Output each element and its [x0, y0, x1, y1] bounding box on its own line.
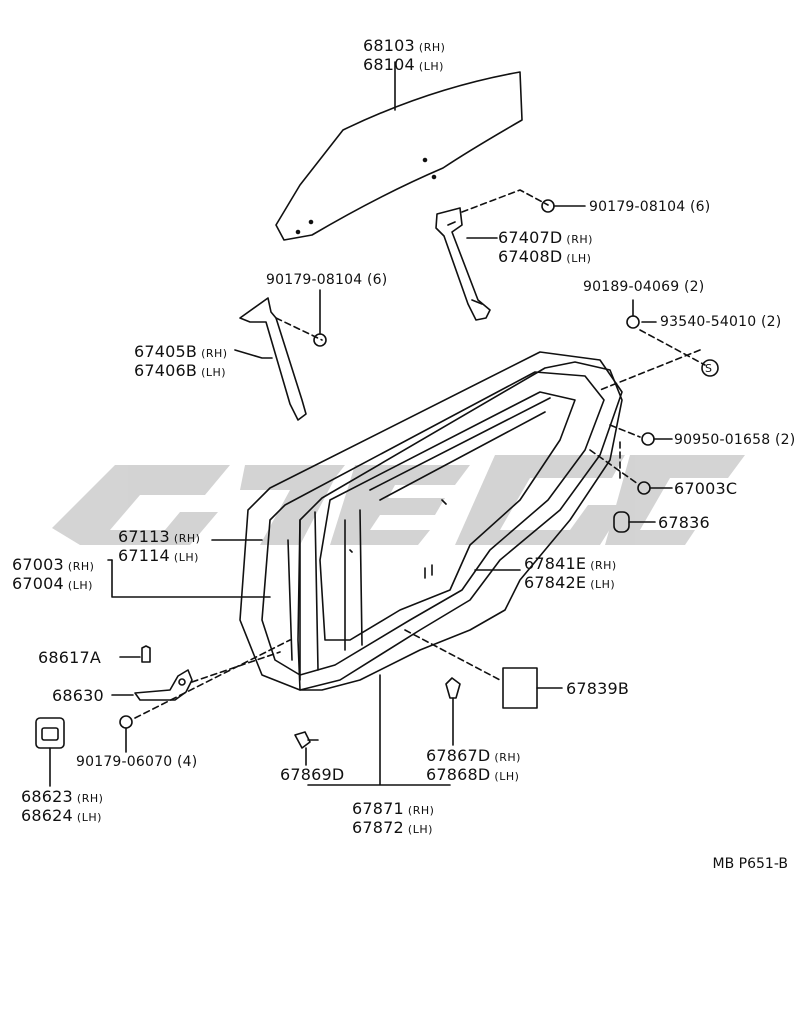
glass-hole-1	[308, 219, 314, 225]
label-glass: 68103(RH) 68104(LH)	[363, 36, 446, 74]
label-bolt-hinge: 90179-06070 (4)	[76, 754, 198, 770]
leader-rear-bolt	[461, 189, 549, 213]
label-front-channel: 67405B(RH) 67406B(LH)	[134, 342, 228, 380]
door-outer-panel	[239, 351, 623, 691]
label-bolt-left: 90179-08104 (6)	[266, 272, 388, 288]
door-panel-ribs-2	[344, 509, 363, 651]
door-mark	[424, 564, 433, 579]
door-dots	[349, 499, 447, 553]
bolt-left-icon	[313, 333, 327, 347]
label-seal-s: 93540-54010 (2)	[660, 314, 782, 330]
label-weatherstrip-upper: 67113(RH) 67114(LH)	[118, 527, 201, 565]
clip-a-icon	[641, 432, 655, 446]
pad-icon	[502, 667, 538, 709]
bolt-top-icon	[541, 199, 555, 213]
label-bolt-top: 90179-08104 (6)	[589, 199, 711, 215]
label-pad: 67839B	[566, 679, 630, 698]
seal-s-icon	[701, 359, 719, 377]
door-inner-frame	[261, 371, 605, 676]
leader-door-panel	[111, 559, 271, 598]
clip-c-icon	[445, 677, 461, 699]
label-rear-channel: 67407D(RH) 67408D(LH)	[498, 228, 593, 266]
pad-dash	[404, 629, 501, 681]
label-door-panel: 67003(RH) 67004(LH)	[12, 555, 95, 593]
cover-detail	[41, 727, 59, 741]
label-grommet: 67836	[658, 513, 710, 532]
seal-s-mark: S	[705, 362, 713, 375]
plug-dash-2	[589, 449, 639, 485]
label-plug: 67003C	[674, 479, 738, 498]
label-clip-c: 67867D(RH) 67868D(LH)	[426, 746, 521, 784]
rear-channel-detail	[447, 221, 483, 305]
door-window-frame	[319, 391, 576, 641]
label-cover: 68623(RH) 68624(LH)	[21, 787, 104, 825]
door-weatherstrip	[297, 361, 623, 691]
leader-seal-dash	[639, 329, 706, 366]
clip-a-dash	[609, 424, 641, 438]
glass-hole-4	[431, 174, 437, 180]
glass-hole-3	[422, 157, 428, 163]
leader-front-channel	[234, 349, 273, 359]
clip-b-icon	[294, 731, 311, 749]
pin-icon	[141, 645, 151, 663]
reference-code: MB P651-B	[712, 856, 788, 872]
label-screw: 90189-04069 (2)	[583, 279, 705, 295]
rear-run-channel	[435, 207, 491, 321]
screw-icon	[626, 315, 640, 329]
front-run-channel	[239, 297, 307, 421]
label-weatherstrip-side: 67841E(RH) 67842E(LH)	[524, 554, 617, 592]
bolt-hinge-icon	[119, 715, 133, 729]
label-clip-a: 90950-01658 (2)	[674, 432, 796, 448]
glass-hole-2	[295, 229, 301, 235]
label-pin: 68617A	[38, 648, 102, 667]
label-clip-b: 67869D	[280, 765, 345, 784]
check-dash-2	[134, 639, 291, 719]
door-belt-line	[369, 397, 551, 501]
label-door-weatherstrip: 67871(RH) 67872(LH)	[352, 799, 435, 837]
check-bolt-1	[178, 678, 186, 686]
door-glass	[275, 71, 523, 241]
label-check: 68630	[52, 686, 104, 705]
door-check-icon	[134, 669, 193, 701]
cover-icon	[35, 717, 65, 749]
watermark-logo	[52, 455, 745, 545]
leader-door-weatherstrip	[307, 674, 451, 786]
